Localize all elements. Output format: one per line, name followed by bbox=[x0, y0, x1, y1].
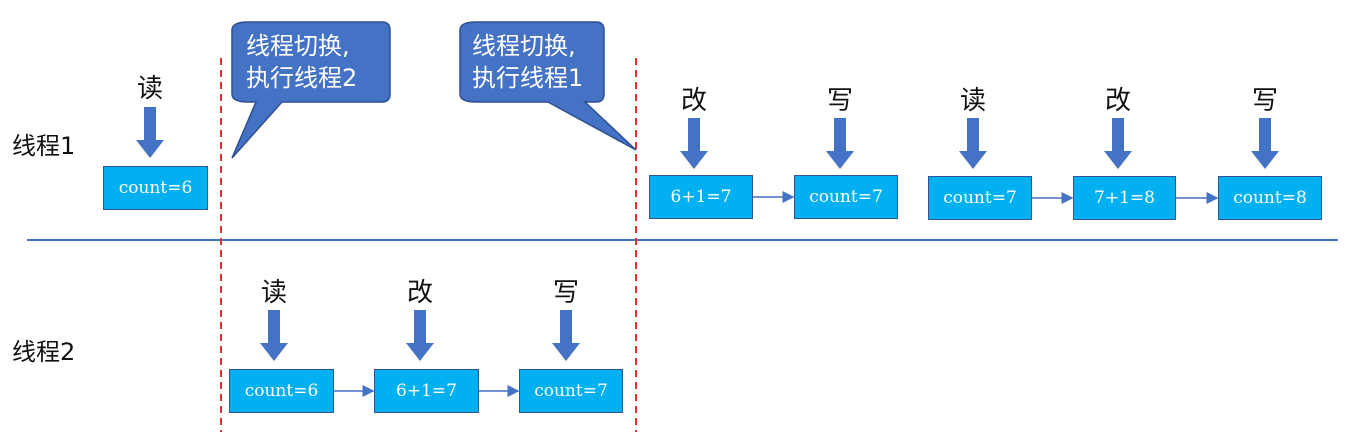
callout-bubble-2 bbox=[459, 21, 637, 151]
thread-1-box-modify-2: 7+1=8 bbox=[1073, 176, 1176, 220]
down-arrow-icon bbox=[826, 118, 854, 169]
down-arrow-icon bbox=[1251, 118, 1279, 169]
thread-1-box-modify: 6+1=7 bbox=[649, 175, 753, 219]
down-arrow-icon bbox=[406, 310, 434, 361]
callout-1-line1: 线程切换, bbox=[246, 32, 350, 60]
thread-1-box-read: count=6 bbox=[103, 166, 208, 210]
thread-2-label: 线程2 bbox=[12, 338, 76, 366]
callout-bubble-1 bbox=[231, 21, 391, 159]
thread-1-box-read-2: count=7 bbox=[928, 176, 1032, 220]
callout-1-text: 线程切换, 执行线程2 bbox=[246, 30, 357, 94]
thread-1-box-write-2: count=8 bbox=[1218, 176, 1322, 220]
thread-1-op-modify-2: 改 bbox=[1104, 86, 1131, 116]
thread-2-op-modify: 改 bbox=[406, 278, 433, 308]
thread-1-op-write: 写 bbox=[826, 86, 853, 116]
thread-2-box-modify: 6+1=7 bbox=[374, 369, 479, 413]
down-arrow-icon bbox=[552, 310, 580, 361]
thread-1-box-write: count=7 bbox=[794, 175, 898, 219]
callout-2-line2: 执行线程1 bbox=[472, 64, 584, 92]
thread-2-op-read: 读 bbox=[260, 278, 287, 308]
down-arrow-icon bbox=[260, 310, 288, 361]
thread-2-box-write: count=7 bbox=[519, 369, 623, 413]
down-arrow-icon bbox=[136, 107, 164, 158]
thread-2-op-write: 写 bbox=[552, 278, 579, 308]
thread-1-op-write-2: 写 bbox=[1251, 86, 1278, 116]
thread-1-label: 线程1 bbox=[12, 132, 76, 160]
thread-1-op-modify: 改 bbox=[680, 86, 707, 116]
down-arrow-icon bbox=[959, 118, 987, 169]
callout-1-line2: 执行线程2 bbox=[246, 64, 358, 92]
callout-2-text: 线程切换, 执行线程1 bbox=[472, 30, 583, 94]
down-arrow-icon bbox=[1104, 118, 1132, 169]
callout-2-line1: 线程切换, bbox=[472, 32, 576, 60]
down-arrow-icon bbox=[680, 118, 708, 169]
thread-2-box-read: count=6 bbox=[229, 369, 334, 413]
thread-1-op-read: 读 bbox=[136, 74, 163, 104]
thread-1-op-read-2: 读 bbox=[959, 86, 986, 116]
